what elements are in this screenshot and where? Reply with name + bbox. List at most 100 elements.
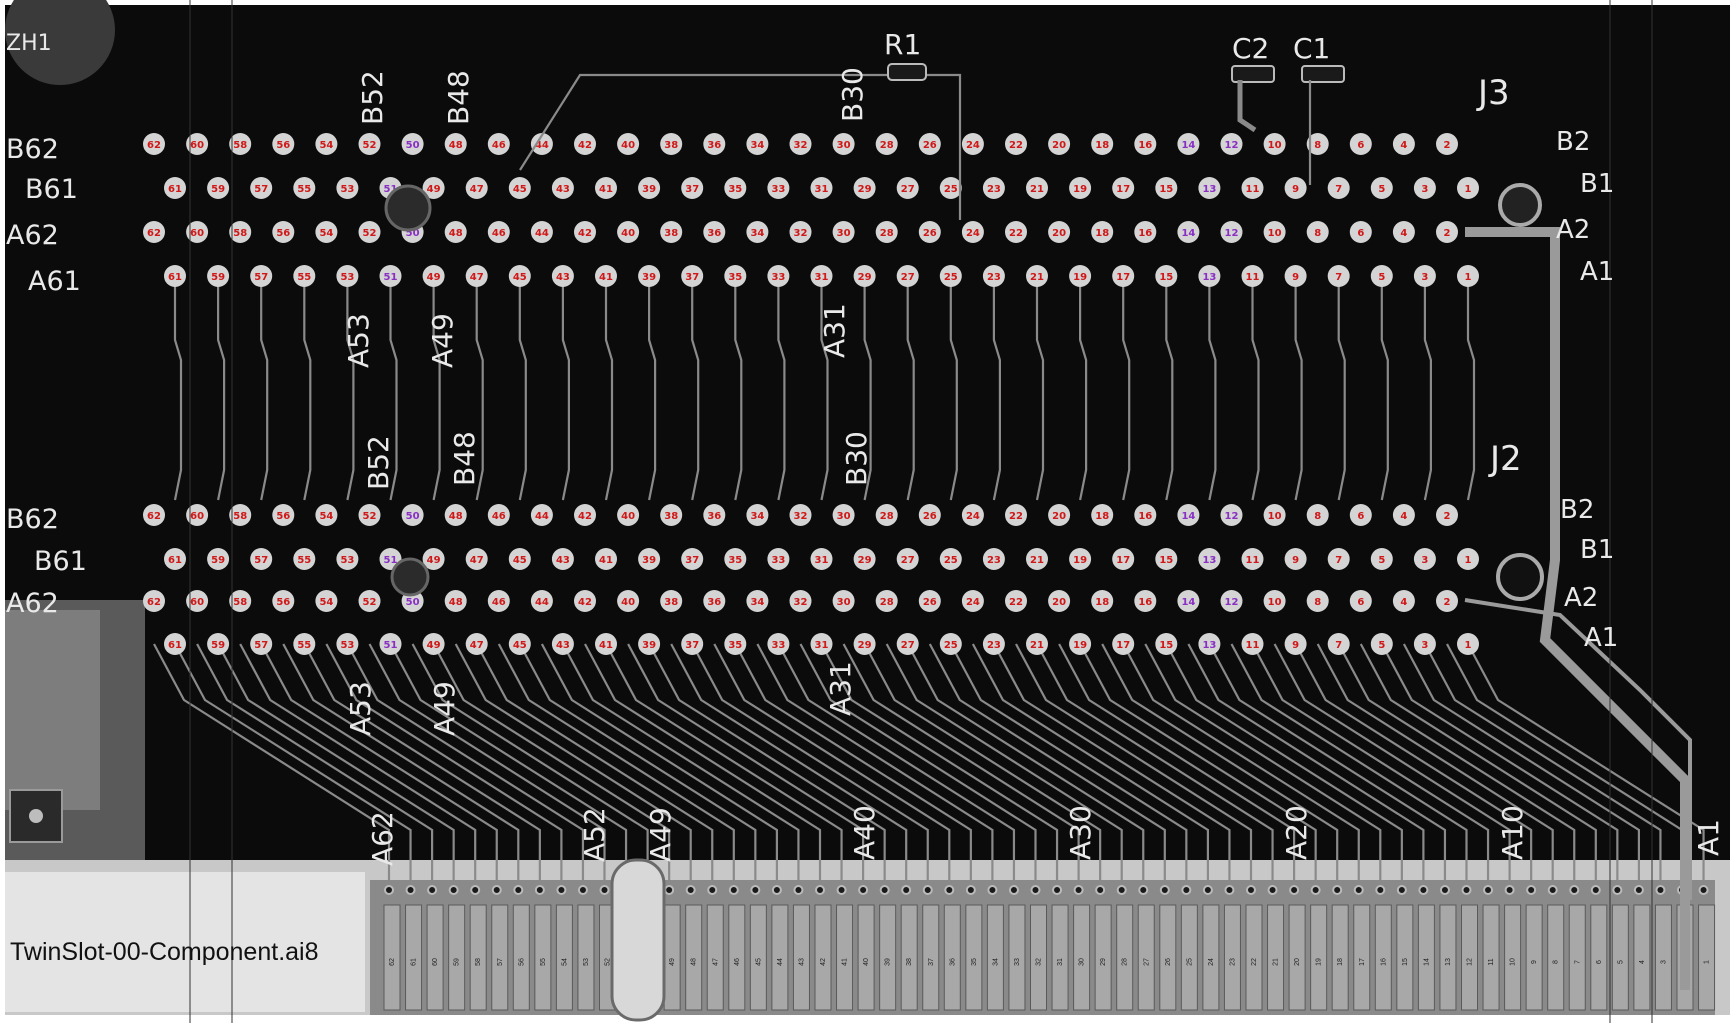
edge-finger — [900, 904, 918, 1011]
j2-to-edge-trace — [648, 643, 886, 890]
label-row-a2-mid: A2 — [1564, 583, 1598, 613]
j2-pad — [508, 548, 531, 570]
j3-pad — [617, 133, 640, 155]
edge-finger-number: 40 — [863, 958, 870, 966]
j3-pad — [724, 177, 747, 199]
j2-pad — [1370, 633, 1393, 655]
j2-pin-number: 25 — [944, 555, 958, 566]
j3-to-j2-trace — [1466, 276, 1476, 501]
j3-pad — [487, 221, 510, 243]
j3-pad — [939, 177, 962, 199]
j2-pin-number: 54 — [319, 597, 333, 608]
j3-to-j2-trace — [820, 276, 829, 501]
j2-pin-number: 43 — [556, 555, 570, 566]
j2-pad — [551, 633, 574, 655]
j2-pin-number: 48 — [449, 597, 463, 608]
j3-to-j2-trace — [734, 276, 743, 501]
j3-pin-number: 18 — [1095, 140, 1109, 151]
j2-pin-number: 62 — [147, 511, 161, 522]
j2-to-edge-trace — [1208, 643, 1447, 890]
edge-via — [1224, 885, 1235, 895]
j2-pin-number: 33 — [771, 555, 785, 566]
j2-to-edge-trace — [605, 643, 843, 890]
edge-finger — [1504, 904, 1522, 1011]
edge-finger — [1116, 904, 1134, 1011]
j2-pad — [1413, 633, 1436, 655]
j2-to-edge-trace — [1230, 643, 1468, 890]
j3-pad — [1436, 133, 1458, 155]
j2-pin-number: 29 — [858, 555, 872, 566]
j2-pin-number: 1 — [1465, 555, 1472, 566]
j3-pin-number: 32 — [794, 140, 808, 151]
j3-pad — [1392, 133, 1415, 155]
j2-pin-number: 58 — [233, 511, 247, 522]
j2-pin-number: 57 — [254, 640, 268, 651]
j2-to-edge-trace — [217, 643, 455, 890]
j3-pad — [961, 221, 984, 243]
j3-to-j2-trace — [1165, 276, 1174, 501]
j3-to-j2-trace — [691, 276, 700, 501]
j3-pin-number: 62 — [147, 228, 161, 239]
j2-pad — [1026, 633, 1048, 655]
j2-to-edge-trace — [153, 643, 391, 890]
j2-pad — [1220, 590, 1243, 612]
edge-via — [750, 885, 761, 895]
edge-via — [1030, 885, 1041, 895]
edge-via — [728, 885, 739, 895]
j2-pad — [896, 633, 919, 655]
j2-pin-number: 44 — [535, 511, 549, 522]
j3-pin-number: 56 — [276, 228, 290, 239]
j3-pin-number: 39 — [642, 184, 656, 195]
edge-via — [901, 885, 912, 895]
edge-finger-number: 55 — [540, 958, 547, 966]
j2-pin-number: 35 — [728, 640, 742, 651]
j2-pin-number: 42 — [578, 511, 592, 522]
j2-to-edge-trace — [1402, 643, 1640, 890]
j2-pin-number: 9 — [1292, 555, 1299, 566]
edge-finger — [814, 904, 832, 1011]
j2-pin-number: 24 — [966, 511, 980, 522]
j2-pad — [487, 590, 510, 612]
j3-pad — [1134, 133, 1157, 155]
j3-to-j2-trace — [1035, 276, 1045, 501]
j3-to-j2-trace — [432, 276, 441, 501]
j3-pad — [358, 221, 381, 243]
j2-pad — [379, 633, 402, 655]
j3-pad — [207, 265, 230, 287]
j2-pin-number: 59 — [211, 555, 225, 566]
j3-pin-number: 11 — [1246, 272, 1260, 283]
j2-pad — [293, 633, 316, 655]
j3-pad — [1263, 221, 1286, 243]
j2-pad — [465, 633, 488, 655]
j3-pad — [939, 265, 962, 287]
edge-via — [1418, 885, 1429, 895]
j2-to-edge-trace — [1359, 643, 1597, 890]
j3-pad — [853, 265, 876, 287]
edge-finger — [1331, 904, 1349, 1011]
j3-pin-number: 29 — [858, 272, 872, 283]
j3-pin-number: 45 — [513, 184, 527, 195]
j3-pad — [660, 133, 683, 155]
j3-pad — [272, 221, 295, 243]
j3-pin-number: 9 — [1292, 272, 1299, 283]
j2-pad — [487, 504, 510, 526]
edge-finger-number: 38 — [906, 958, 913, 966]
j3-pad — [551, 177, 574, 199]
j2-pin-number: 59 — [211, 640, 225, 651]
edge-finger — [1288, 904, 1306, 1011]
j3-pad — [1413, 265, 1436, 287]
j3-pin-number: 35 — [728, 184, 742, 195]
j2-pad — [1005, 504, 1027, 526]
edge-via — [491, 885, 502, 895]
edge-finger-number: 18 — [1337, 958, 1344, 966]
edge-finger-number: 15 — [1402, 958, 1409, 966]
edge-finger — [383, 904, 401, 1011]
label-j3: J3 — [1476, 73, 1510, 113]
j2-pin-number: 56 — [276, 597, 290, 608]
j2-to-edge-trace — [992, 643, 1231, 890]
j2-pin-number: 48 — [449, 511, 463, 522]
j3-pin-number: 24 — [966, 228, 980, 239]
j3-pin-number: 46 — [492, 228, 506, 239]
j2-pin-number: 7 — [1335, 640, 1342, 651]
j2-to-edge-trace — [906, 643, 1145, 890]
